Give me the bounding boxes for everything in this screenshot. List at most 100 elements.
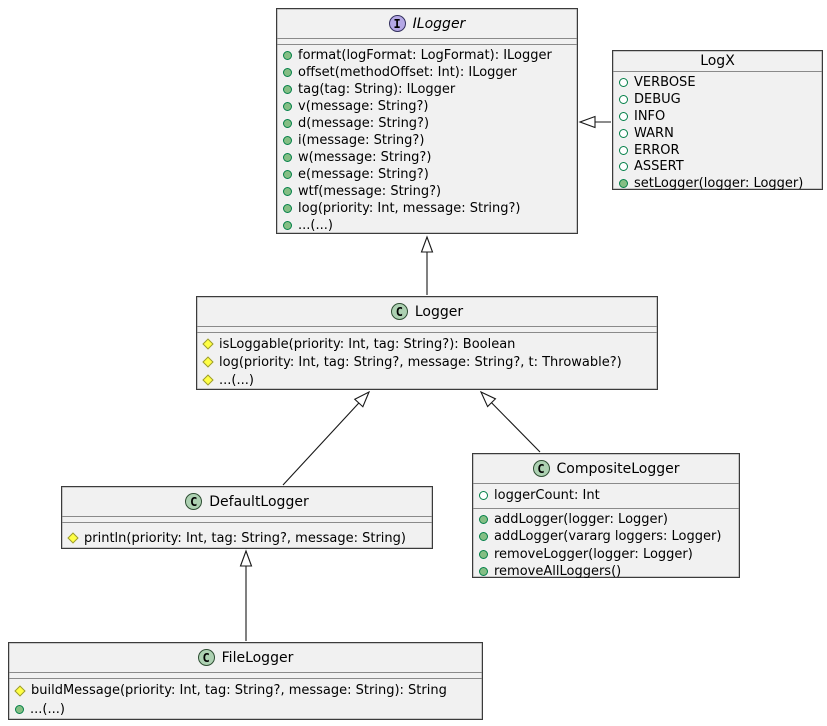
methods-compartment-compositelogger: addLogger(logger: Logger) addLogger(vara… — [473, 509, 739, 583]
inheritance-arrow-compositelogger-to-logger — [479, 390, 541, 453]
member-text: println(priority: Int, tag: String?, mes… — [84, 530, 406, 546]
member-row: offset(methodOffset: Int): ILogger — [283, 64, 573, 81]
member-text: ASSERT — [634, 159, 684, 175]
public-method-icon — [283, 102, 292, 111]
member-row: w(message: String?) — [283, 149, 573, 166]
member-row: ASSERT — [619, 158, 818, 175]
member-row: d(message: String?) — [283, 115, 573, 132]
member-row: ...(...) — [15, 700, 478, 719]
member-text: i(message: String?) — [298, 133, 425, 148]
member-row: removeAllLoggers() — [479, 563, 735, 581]
fields-compartment-empty — [277, 39, 577, 45]
member-text: tag(tag: String): ILogger — [298, 82, 456, 97]
member-text: addLogger(vararg loggers: Logger) — [494, 529, 722, 545]
member-text: ...(...) — [30, 702, 65, 717]
public-method-icon — [283, 85, 292, 94]
methods-compartment-defaultlogger: println(priority: Int, tag: String?, mes… — [62, 523, 432, 550]
public-method-icon — [283, 221, 292, 230]
class-name-logx: LogX — [700, 53, 735, 69]
member-text: d(message: String?) — [298, 116, 430, 131]
public-field-icon — [619, 145, 628, 155]
member-row: INFO — [619, 108, 818, 125]
member-text: offset(methodOffset: Int): ILogger — [298, 65, 518, 80]
member-row: format(logFormat: LogFormat): ILogger — [283, 47, 573, 64]
public-method-icon — [283, 153, 292, 162]
member-row: log(priority: Int, tag: String?, message… — [202, 353, 653, 371]
interface-spot-icon: I — [388, 15, 406, 32]
methods-compartment-filelogger: buildMessage(priority: Int, tag: String?… — [9, 679, 482, 721]
member-text: ...(...) — [219, 372, 254, 388]
member-text: addLogger(logger: Logger) — [494, 511, 668, 527]
member-row: ...(...) — [202, 371, 653, 389]
member-row: tag(tag: String): ILogger — [283, 81, 573, 98]
class-box-compositelogger: C CompositeLogger loggerCount: Int addLo… — [472, 453, 740, 579]
class-name-logger: Logger — [414, 303, 464, 320]
methods-compartment-ilogger: format(logFormat: LogFormat): ILogger of… — [277, 45, 577, 236]
fields-compartment-empty — [9, 673, 482, 679]
public-method-icon — [479, 514, 488, 524]
class-box-logger: C Logger isLoggable(priority: Int, tag: … — [196, 296, 658, 390]
member-row: removeLogger(logger: Logger) — [479, 546, 735, 564]
field-row: loggerCount: Int — [479, 487, 734, 505]
member-text: v(message: String?) — [298, 99, 429, 114]
fields-compartment-empty — [62, 517, 432, 523]
member-row: buildMessage(priority: Int, tag: String?… — [14, 681, 478, 700]
public-method-icon — [479, 567, 488, 577]
member-text: isLoggable(priority: Int, tag: String?):… — [219, 336, 516, 352]
member-row: println(priority: Int, tag: String?, mes… — [67, 528, 428, 548]
public-field-icon — [619, 162, 628, 172]
class-spot-icon: C — [390, 303, 408, 320]
class-header-ilogger: I ILogger — [277, 9, 577, 39]
public-field-icon — [619, 94, 628, 104]
class-name-filelogger: FileLogger — [221, 649, 294, 666]
class-name-ilogger: ILogger — [412, 15, 466, 32]
protected-method-icon — [67, 532, 79, 544]
class-header-compositelogger: C CompositeLogger — [473, 454, 739, 484]
member-row: log(priority: Int, message: String?) — [283, 200, 573, 217]
public-field-icon — [619, 77, 628, 87]
member-text: e(message: String?) — [298, 167, 429, 182]
protected-method-icon — [202, 374, 214, 386]
members-compartment-logx: VERBOSE DEBUG INFO WARN ERROR ASSERT set… — [613, 72, 822, 194]
fields-compartment-empty — [197, 327, 657, 333]
class-name-compositelogger: CompositeLogger — [556, 460, 680, 477]
member-text: format(logFormat: LogFormat): ILogger — [298, 48, 552, 63]
member-row: VERBOSE — [619, 74, 818, 91]
public-field-icon — [619, 128, 628, 138]
member-text: ...(...) — [298, 218, 333, 233]
member-text: removeAllLoggers() — [494, 564, 622, 580]
member-row: ...(...) — [283, 217, 573, 234]
member-text: VERBOSE — [634, 74, 696, 90]
public-method-icon — [283, 204, 292, 213]
field-text: loggerCount: Int — [494, 488, 600, 504]
member-row: addLogger(vararg loggers: Logger) — [479, 528, 735, 546]
public-method-icon — [283, 170, 292, 179]
protected-method-icon — [202, 356, 214, 368]
member-row: e(message: String?) — [283, 166, 573, 183]
class-spot-icon: C — [532, 460, 550, 477]
member-row: WARN — [619, 125, 818, 142]
member-row: i(message: String?) — [283, 132, 573, 149]
public-method-icon — [283, 136, 292, 145]
class-box-defaultlogger: C DefaultLogger println(priority: Int, t… — [61, 486, 433, 549]
class-box-filelogger: C FileLogger buildMessage(priority: Int,… — [8, 642, 483, 720]
class-header-logger: C Logger — [197, 297, 657, 327]
public-method-icon — [479, 549, 488, 559]
member-text: ERROR — [634, 142, 680, 158]
fields-compartment-compositelogger: loggerCount: Int — [473, 484, 739, 509]
member-text: INFO — [634, 108, 666, 124]
member-row: DEBUG — [619, 91, 818, 108]
class-box-ilogger: I ILogger format(logFormat: LogFormat): … — [276, 8, 578, 234]
class-spot-icon: C — [185, 493, 203, 510]
public-method-icon — [479, 532, 488, 542]
member-text: wtf(message: String?) — [298, 184, 442, 199]
inheritance-arrow-defaultlogger-to-logger — [282, 390, 371, 486]
member-text: buildMessage(priority: Int, tag: String?… — [31, 683, 447, 698]
public-method-icon — [15, 705, 24, 714]
public-method-icon — [619, 179, 628, 189]
public-field-icon — [619, 111, 628, 121]
methods-compartment-logger: isLoggable(priority: Int, tag: String?):… — [197, 333, 657, 391]
public-method-icon — [283, 119, 292, 128]
protected-method-icon — [14, 684, 26, 697]
member-row: isLoggable(priority: Int, tag: String?):… — [202, 335, 653, 353]
